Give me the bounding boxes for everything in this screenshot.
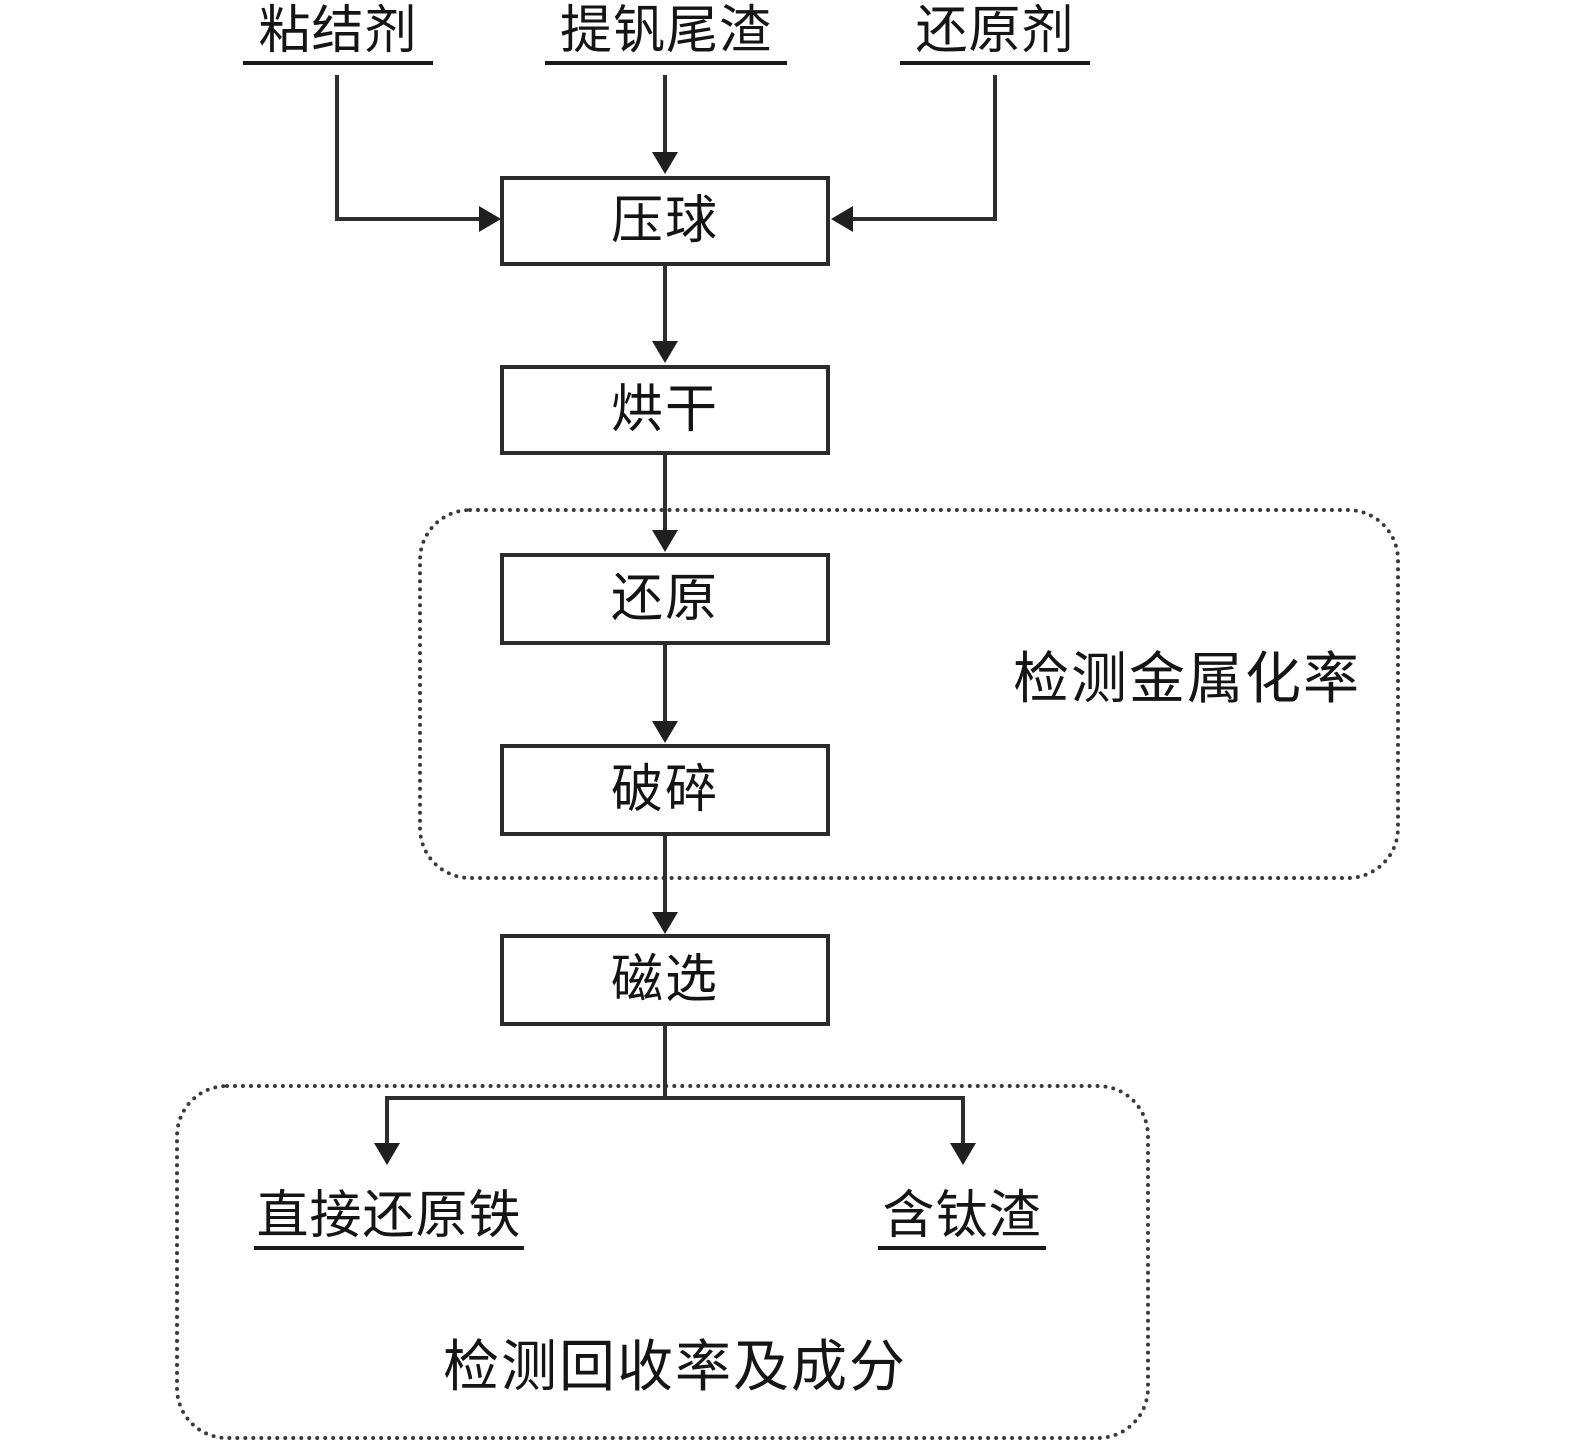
connector-feed-vertical [663, 75, 667, 155]
arrowhead-crushing-to-magnetic [652, 912, 678, 934]
input-label-binder: 粘结剂 [243, 5, 433, 65]
process-box-briquetting[interactable]: 压球 [500, 176, 830, 266]
output-label-dri: 直接还原铁 [254, 1190, 524, 1250]
connector-crushing-to-magnetic [663, 836, 667, 914]
connector-reductant-horizontal [853, 217, 997, 221]
region-recovery-test [175, 1084, 1150, 1440]
region-label-metallization-test: 检测金属化率 [1013, 647, 1361, 712]
arrowhead-feed-to-briquetting [652, 152, 678, 174]
connector-branch-right [961, 1096, 965, 1158]
arrowhead-briquetting-to-drying [652, 341, 678, 363]
arrowhead-to-dri [374, 1143, 400, 1165]
process-box-crushing[interactable]: 破碎 [500, 744, 830, 836]
arrowhead-drying-to-reduction [652, 530, 678, 552]
connector-magnetic-down [663, 1026, 667, 1100]
connector-reduction-to-crushing [663, 645, 667, 723]
arrowhead-binder-to-briquetting [479, 206, 501, 232]
region-label-recovery-test: 检测回收率及成分 [443, 1335, 907, 1400]
connector-branch-left [385, 1096, 389, 1158]
arrowhead-reductant-to-briquetting [831, 206, 853, 232]
arrowhead-reduction-to-crushing [652, 721, 678, 743]
arrowhead-to-ti-slag [950, 1143, 976, 1165]
connector-split-bar [385, 1096, 965, 1100]
connector-briquetting-to-drying [663, 266, 667, 342]
connector-reductant-vertical [993, 75, 997, 221]
input-label-feed: 提钒尾渣 [545, 5, 787, 65]
input-label-reductant: 还原剂 [900, 5, 1090, 65]
process-box-drying[interactable]: 烘干 [500, 365, 830, 455]
process-box-magnetic-separation[interactable]: 磁选 [500, 934, 830, 1026]
process-box-reduction[interactable]: 还原 [500, 553, 830, 645]
output-label-ti-slag: 含钛渣 [878, 1190, 1046, 1250]
connector-drying-to-reduction [663, 455, 667, 533]
connector-binder-vertical [335, 75, 339, 221]
connector-binder-horizontal [335, 217, 483, 221]
region-metallization-test [418, 508, 1400, 880]
